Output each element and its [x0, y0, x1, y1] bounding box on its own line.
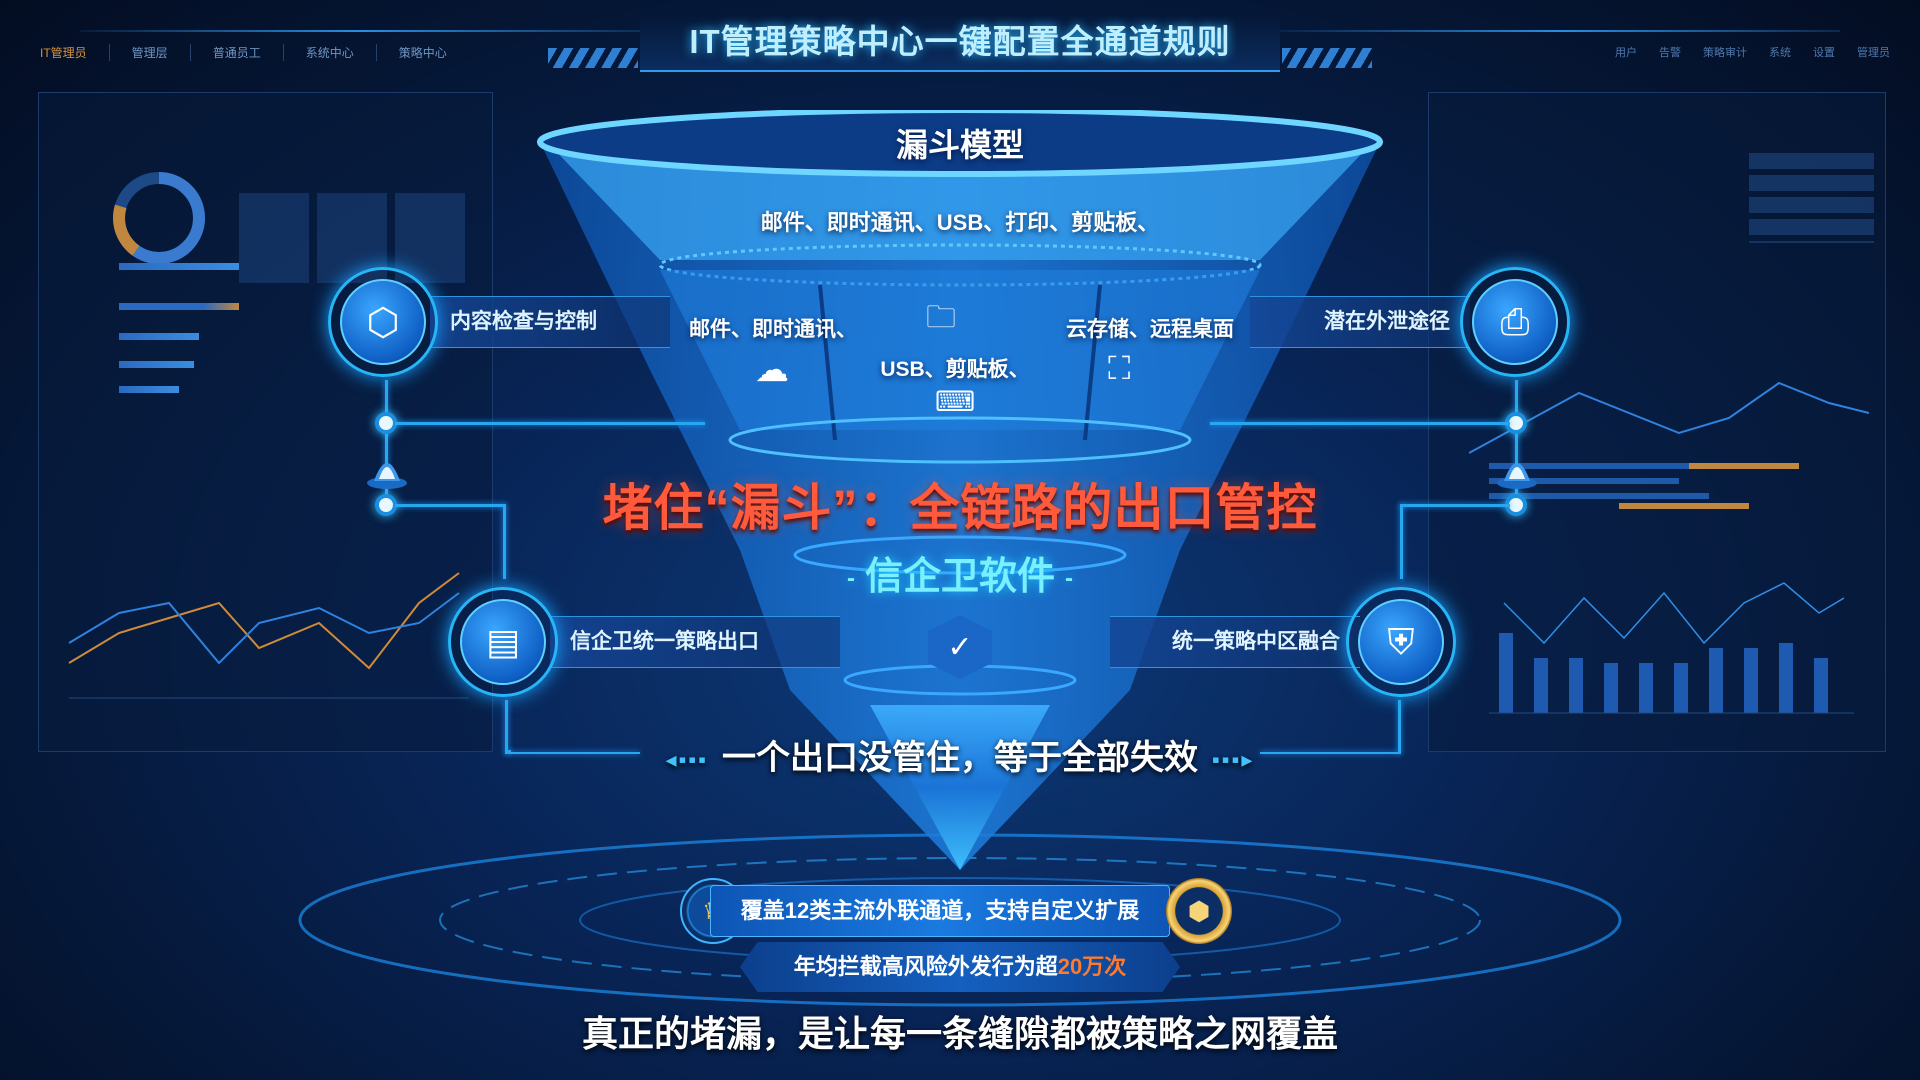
- shield-check-icon: ✓: [928, 615, 992, 679]
- top-bar: IT管理员 管理层 普通员工 系统中心 策略中心 用户 告警 策略审计 系统 设…: [0, 0, 1920, 80]
- progress-bar: [119, 361, 194, 368]
- top-divider: [80, 30, 640, 32]
- brand-row: -信企卫软件-: [0, 545, 1920, 600]
- node-label-unified-exit: 信企卫统一策略出口: [550, 616, 840, 668]
- connector: [505, 752, 640, 754]
- decor-stripes: [548, 48, 638, 68]
- connector: [1400, 504, 1510, 507]
- funnel-segment-label: USB、剪贴板、: [880, 358, 1030, 381]
- footer-slogan: 真正的堵漏，是让每一条缝隙都被策略之网覆盖: [581, 1013, 1338, 1054]
- nav-item[interactable]: 管理层: [110, 44, 191, 61]
- funnel-top-channels: 邮件、即时通讯、USB、打印、剪贴板、: [760, 210, 1160, 235]
- alert-menu[interactable]: 告警: [1659, 47, 1681, 59]
- connector: [508, 750, 511, 753]
- arrow-left-icon: ◂▪▪▪: [665, 747, 708, 773]
- connector: [503, 504, 506, 579]
- usb-icon: ⌨: [935, 386, 976, 417]
- arrow-right-icon: ▪▪▪▸: [1212, 747, 1255, 773]
- hexagon-inspect-icon: ⬡: [366, 301, 400, 344]
- intercept-value: 20万次: [1057, 954, 1127, 979]
- audit-menu[interactable]: 策略审计: [1703, 47, 1747, 59]
- connector: [1400, 504, 1403, 579]
- brand-dash: -: [1065, 564, 1073, 592]
- title-box: IT管理策略中心一键配置全通道规则: [640, 14, 1280, 72]
- nav-item[interactable]: 普通员工: [191, 44, 284, 61]
- stat-tiles: [239, 193, 469, 283]
- connector-node: [375, 412, 397, 434]
- funnel-segment-label: 云存储、远程桌面: [1066, 318, 1234, 341]
- top-divider: [1280, 30, 1840, 32]
- printer-icon: ⎙: [1500, 300, 1530, 342]
- connector: [1515, 380, 1518, 505]
- funnel-segment-label: 邮件、即时通讯、: [689, 318, 857, 341]
- connector: [1260, 752, 1400, 754]
- bar-chart: [1489, 582, 1854, 714]
- connector: [395, 504, 505, 507]
- progress-bar: [119, 333, 199, 340]
- node-label-potential-leak: 潜在外泄途径: [1250, 296, 1470, 348]
- award-medal-icon: ⬢: [1166, 878, 1232, 944]
- connector: [395, 422, 705, 425]
- right-nav: 用户 告警 策略审计 系统 设置 管理员: [1615, 44, 1890, 60]
- funnel-title: 漏斗模型: [895, 127, 1024, 163]
- content-inspection-node[interactable]: ⬡: [328, 267, 438, 377]
- chat-icon: ☁: [755, 351, 789, 389]
- intercept-badge: 年均拦截高风险外发行为超20万次: [740, 942, 1180, 992]
- page-title: IT管理策略中心一键配置全通道规则: [689, 23, 1231, 60]
- cloud-storage-icon: ⛶: [1108, 350, 1131, 386]
- progress-bar: [119, 263, 239, 270]
- bell-icon: [364, 445, 410, 491]
- donut-chart: [113, 172, 205, 264]
- connector: [385, 380, 388, 505]
- progress-bar: [119, 386, 179, 393]
- connector: [505, 700, 508, 754]
- line-chart: [68, 572, 469, 699]
- coverage-badge: 覆盖12类主流外联通道，支持自定义扩展: [710, 885, 1170, 937]
- admin-menu[interactable]: 管理员: [1857, 47, 1890, 59]
- connector: [1210, 422, 1510, 425]
- node-label-content-inspection: 内容检查与控制: [430, 296, 670, 348]
- nav-item[interactable]: IT管理员: [40, 44, 110, 61]
- progress-bar: [119, 303, 239, 310]
- warning-text: 一个出口没管住，等于全部失效: [722, 739, 1198, 777]
- dropdown-list: [1749, 153, 1874, 243]
- headline: 堵住“漏斗”：全链路的出口管控: [602, 480, 1318, 536]
- folder-monitor-icon: 🗀: [926, 301, 956, 334]
- connector: [1398, 700, 1401, 754]
- brand-name: 信企卫软件: [864, 556, 1055, 598]
- right-dashboard-panel: [1428, 92, 1886, 752]
- unified-fusion-node[interactable]: ⛨: [1346, 587, 1456, 697]
- bell-icon: [1494, 445, 1540, 491]
- settings-menu[interactable]: 设置: [1813, 47, 1835, 59]
- system-menu[interactable]: 系统: [1769, 47, 1791, 59]
- intercept-text: 年均拦截高风险外发行为超: [793, 954, 1058, 979]
- node-label-unified-fusion: 统一策略中区融合: [1110, 616, 1360, 668]
- shield-icon: ⛨: [1387, 620, 1415, 662]
- brand-dash: -: [846, 564, 855, 592]
- document-icon: ▤: [485, 621, 520, 662]
- nav-item[interactable]: 系统中心: [284, 44, 377, 61]
- potential-leak-node[interactable]: ⎙: [1460, 267, 1570, 377]
- unified-exit-node[interactable]: ▤: [448, 587, 558, 697]
- warning-text-row: ◂▪▪▪ 一个出口没管住，等于全部失效 ▪▪▪▸: [0, 730, 1920, 779]
- nav-item[interactable]: 策略中心: [398, 46, 447, 60]
- trend-chart: [1469, 381, 1869, 509]
- funnel-graphic: [537, 110, 1383, 870]
- user-menu[interactable]: 用户: [1615, 47, 1637, 59]
- top-nav: IT管理员 管理层 普通员工 系统中心 策略中心: [40, 44, 469, 61]
- decor-stripes: [1282, 48, 1372, 68]
